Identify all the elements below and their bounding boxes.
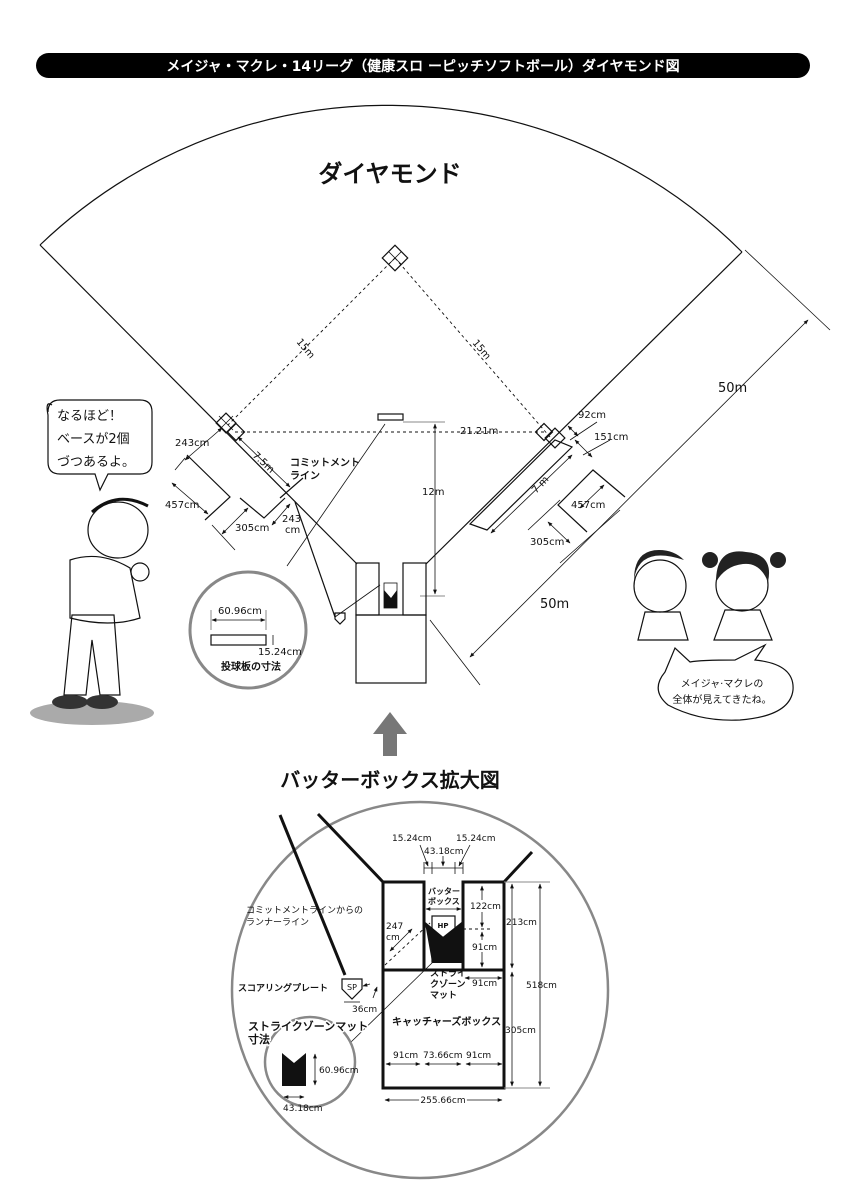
man-character [30,497,154,725]
dimension-label: 15.24cm [258,647,302,658]
dimension-label: 全体が見えてきたね。 [672,693,771,706]
outfield-dimension-line [469,319,809,658]
dimension-label: 36cm [352,1005,377,1015]
dimension-label: cm [285,525,300,536]
second-base [381,244,409,272]
mat-inset-title-sub: 寸法 [248,1032,270,1046]
dimension-label: コミットメントラインからの [246,905,363,916]
dimension-label: マット [430,990,457,1001]
dimension-label: SP [347,983,357,992]
dimension-label: 43.18cm [424,847,463,857]
dimension-label: 457cm [165,500,199,511]
dimension-label: 255.66cm [420,1096,465,1106]
dimension-label: 91cm [466,1051,491,1061]
catcher-box [381,968,506,1090]
dimension-label: 91cm [472,943,497,953]
dimension-label: 7.5m [250,450,276,476]
first-base-foul-line [425,251,743,565]
catcher-box [355,614,427,684]
dimension-label: 213cm [506,918,537,928]
dimension-label: ベースが2個 [57,432,130,447]
title-banner: メイジャ・マクレ・14リーグ（健康スロ ーピッチソフトボール）ダイヤモンド図 [36,53,810,78]
dimension-label: 15m [294,337,317,361]
dimension-label: 305cm [505,1026,536,1036]
dimension-label: づつあるよ。 [57,455,135,470]
dimension-label: cm [386,933,400,943]
scoring-plate [334,612,346,625]
left-batter-box [355,562,380,616]
dimension-label: 73.66cm [423,1051,462,1061]
dimension-label: なるほど！ [57,409,122,424]
field [39,104,831,686]
scoring-plate [341,978,363,1000]
head [87,501,149,559]
dimension-label: HP [438,922,449,930]
dimension-label: ライン [290,470,320,482]
up-arrow-icon [373,712,407,756]
dimension-label: クゾーン [430,978,466,990]
dimension-label: 305cm [235,523,269,534]
enlarged-heading: バッターボックス拡大図 [280,768,499,792]
children-characters [633,550,786,641]
dimension-label: 247 [386,922,403,932]
mat-shape [282,1053,306,1086]
dimension-label: メイジャ·マクレの [681,678,764,690]
dimension-label: キャッチャーズボックス [392,1015,501,1028]
dimension-label: 50m [540,597,569,612]
dimension-label: 305cm [530,537,564,548]
dimension-label: コミットメント [290,457,360,469]
dimension-label: 151cm [594,432,628,443]
mat-inset-title: ストライクゾーンマット [248,1019,368,1033]
dimension-label: 60.96cm [218,606,262,617]
page-title: メイジャ・マクレ・14リーグ（健康スロ ーピッチソフトボール）ダイヤモンド図 [166,58,679,75]
strike-zone-mat [384,590,397,608]
dimension-label: 投球板の寸法 [221,660,281,673]
dimension-label: 60.96cm [319,1066,358,1076]
sweater [69,555,141,624]
speech-bubble-right: メイジャ·マクレの 全体が見えてきたね。 [657,643,794,721]
dimension-label: 21.21m [460,426,498,437]
dimension-label: 15m [470,338,493,362]
dimension-label: 457cm [571,500,605,511]
pitcher-plate-inset: 60.96cm 15.24cm 投球板の寸法 [188,570,308,690]
pitcher-plate [377,413,404,421]
dimension-label: 122cm [470,902,501,912]
first-base [534,422,566,449]
dimension-label: 243cm [175,438,209,449]
runner-line [294,501,336,618]
dimension-label: スコアリングプレート [238,982,328,994]
dimension-label: 91cm [472,979,497,989]
dimension-label: 243 [282,514,301,525]
dimension-label: 92cm [578,410,606,421]
diamond-labels: 15m 15m 21.21m 12m 50m 50m 243cm 7.5m コミ… [165,337,747,612]
right-batter-box [402,562,427,616]
boy-head [633,559,687,613]
dimension-label: ボックス [428,896,460,906]
dimension-label: 15.24cm [392,834,431,844]
dimension-label: 518cm [526,981,557,991]
dimension-label: バッター [428,886,460,896]
outfield-fence [39,104,743,253]
third-base-foul-line [39,244,358,565]
trousers [63,614,121,696]
batter-box-enlarged: HP 15.24cm 15.24cm 43.18cm バッター ボックス 122… [230,800,610,1180]
dimension-label: 15.24cm [456,834,495,844]
dimension-label: ランナーライン [246,917,309,928]
dimension-label: 91cm [393,1051,418,1061]
dimension-label: 50m [718,381,747,396]
dimension-label: 43.18cm [283,1104,322,1114]
speech-bubble-left: なるほど！ ベースが2個 づつあるよ。 [46,399,153,492]
dimension-label: ストライ [430,968,466,979]
commitment-line [279,477,304,499]
diamond-heading: ダイヤモンド [318,160,461,188]
dimension-label: 12m [422,487,444,498]
